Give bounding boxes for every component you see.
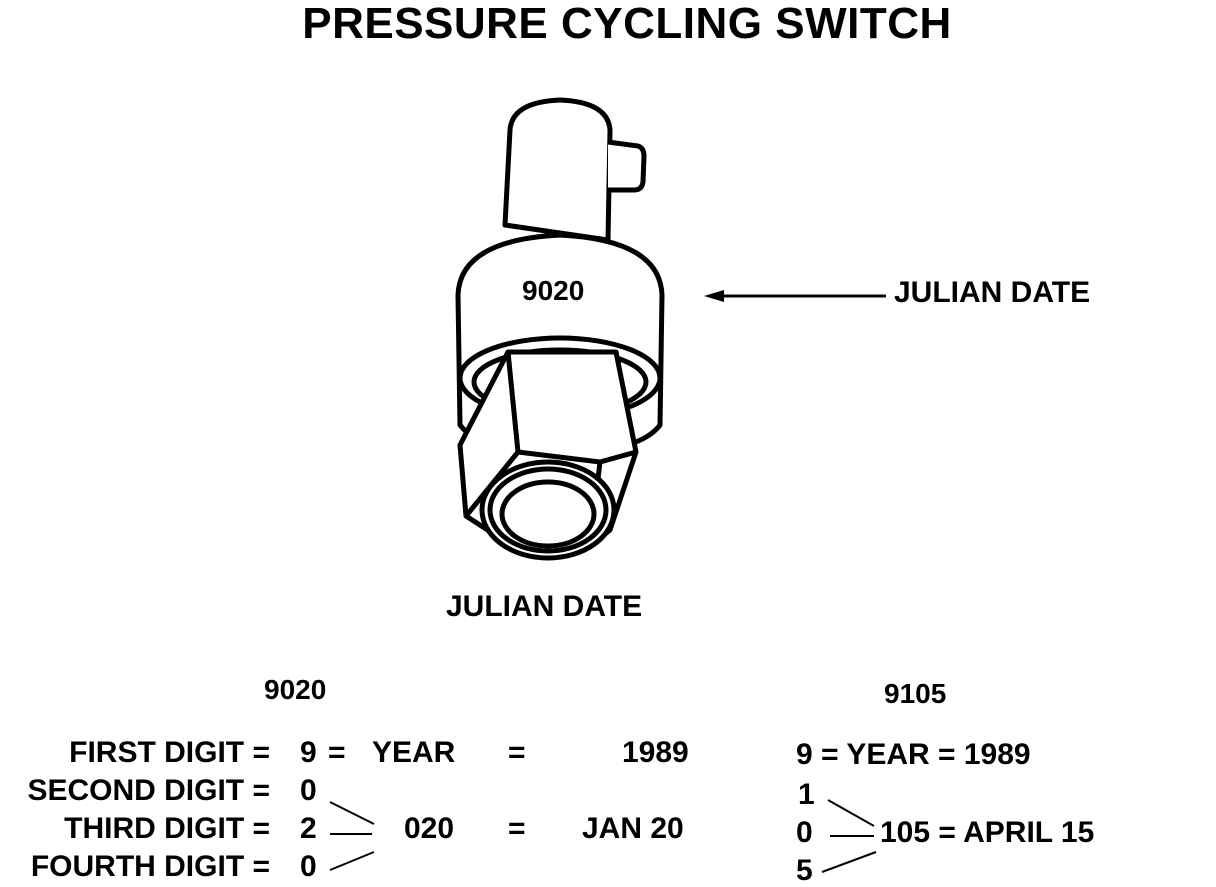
example-1-code: 9020 (264, 674, 327, 705)
row-label-third-digit: THIRD DIGIT = (64, 812, 270, 845)
switch-stamp-code: 9020 (522, 275, 584, 306)
row-label-second-digit: SECOND DIGIT = (27, 774, 270, 807)
example-2-code: 9105 (884, 678, 947, 709)
illustration-caption: JULIAN DATE (446, 590, 643, 623)
year-equals-2: = (508, 736, 526, 769)
example-2-third-digit: 0 (796, 816, 813, 849)
third-digit-value: 2 (300, 812, 317, 845)
example-2-year-row: 9 = YEAR = 1989 (796, 738, 1031, 771)
callout-arrow (704, 290, 886, 302)
callout-label: JULIAN DATE (894, 276, 1091, 309)
diagram-title: PRESSURE CYCLING SWITCH (302, 0, 952, 48)
year-equals: = (328, 736, 346, 769)
fourth-digit-value: 0 (300, 850, 317, 883)
example-2-second-digit: 1 (798, 778, 815, 811)
year-value: 1989 (622, 736, 689, 769)
day-equals: = (508, 812, 526, 845)
first-digit-value: 9 (300, 736, 317, 769)
row-label-first-digit: FIRST DIGIT = (69, 736, 270, 769)
pressure-switch-illustration: 9020 (455, 97, 665, 561)
row-label-fourth-digit: FOURTH DIGIT = (30, 850, 270, 883)
example-2-fourth-digit: 5 (796, 854, 813, 887)
day-value: JAN 20 (582, 812, 684, 845)
example-2-result: 105 = APRIL 15 (880, 816, 1095, 849)
day-code: 020 (404, 812, 455, 845)
second-digit-value: 0 (300, 774, 317, 807)
switch-connector-body (502, 97, 613, 243)
switch-connector-tab (607, 139, 647, 193)
year-word: YEAR (372, 736, 456, 769)
